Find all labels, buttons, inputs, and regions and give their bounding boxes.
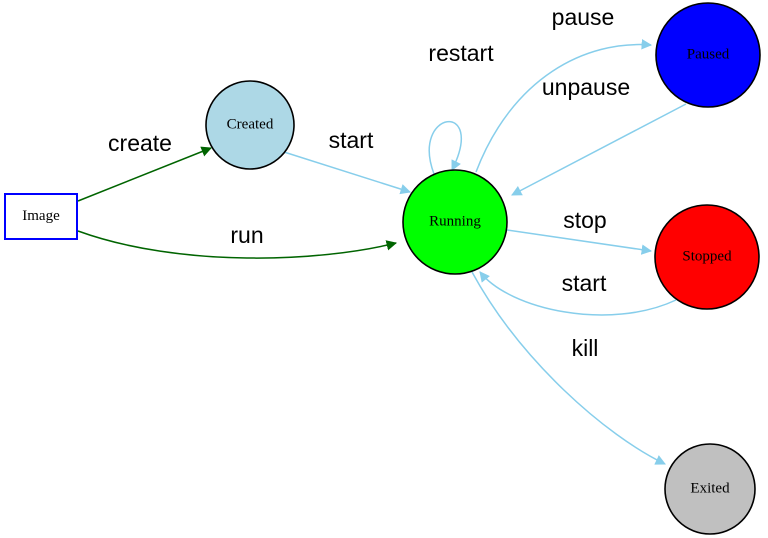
edge-kill[interactable]	[471, 271, 666, 465]
edge-label-start-from-stopped: start	[562, 270, 607, 296]
edge-label-run: run	[230, 222, 263, 248]
edge-label-create: create	[108, 130, 172, 156]
edge-label-pause: pause	[552, 4, 615, 30]
node-paused[interactable]: Paused	[655, 2, 761, 108]
edge-labels-layer: create run start restart pause unpause s…	[108, 4, 630, 361]
node-created[interactable]: Created	[205, 80, 295, 170]
node-running[interactable]: Running	[402, 169, 508, 275]
node-stopped-label: Stopped	[682, 248, 732, 264]
edge-unpause[interactable]	[511, 103, 687, 196]
edge-label-start-from-created: start	[329, 127, 374, 153]
node-exited[interactable]: Exited	[664, 443, 756, 535]
node-paused-shape[interactable]	[655, 2, 761, 108]
node-created-shape[interactable]	[205, 80, 295, 170]
node-image-label: Image	[22, 208, 60, 224]
edge-pause[interactable]	[475, 39, 653, 173]
node-stopped-shape[interactable]	[654, 204, 760, 310]
edges-layer	[77, 39, 687, 465]
node-image[interactable]: Image	[4, 193, 78, 240]
edge-create[interactable]	[77, 146, 212, 202]
node-exited-shape[interactable]	[664, 443, 756, 535]
node-paused-label: Paused	[687, 46, 730, 62]
node-stopped[interactable]: Stopped	[654, 204, 760, 310]
edge-label-unpause: unpause	[542, 74, 630, 100]
node-running-shape[interactable]	[402, 169, 508, 275]
edge-label-stop: stop	[563, 207, 606, 233]
node-created-label: Created	[227, 116, 274, 132]
edge-restart-self-loop[interactable]	[428, 120, 463, 175]
edge-start-from-stopped[interactable]	[479, 271, 677, 316]
node-exited-label: Exited	[690, 480, 730, 496]
edge-label-kill: kill	[572, 335, 599, 361]
edge-stop[interactable]	[506, 229, 653, 255]
node-running-label: Running	[429, 213, 481, 229]
edge-label-restart: restart	[428, 40, 494, 66]
node-image-shape[interactable]	[4, 193, 78, 240]
edge-run[interactable]	[77, 230, 398, 259]
edge-start-from-created[interactable]	[283, 151, 412, 195]
nodes-layer: Image Created Running Paused Stopped Exi	[4, 2, 761, 535]
